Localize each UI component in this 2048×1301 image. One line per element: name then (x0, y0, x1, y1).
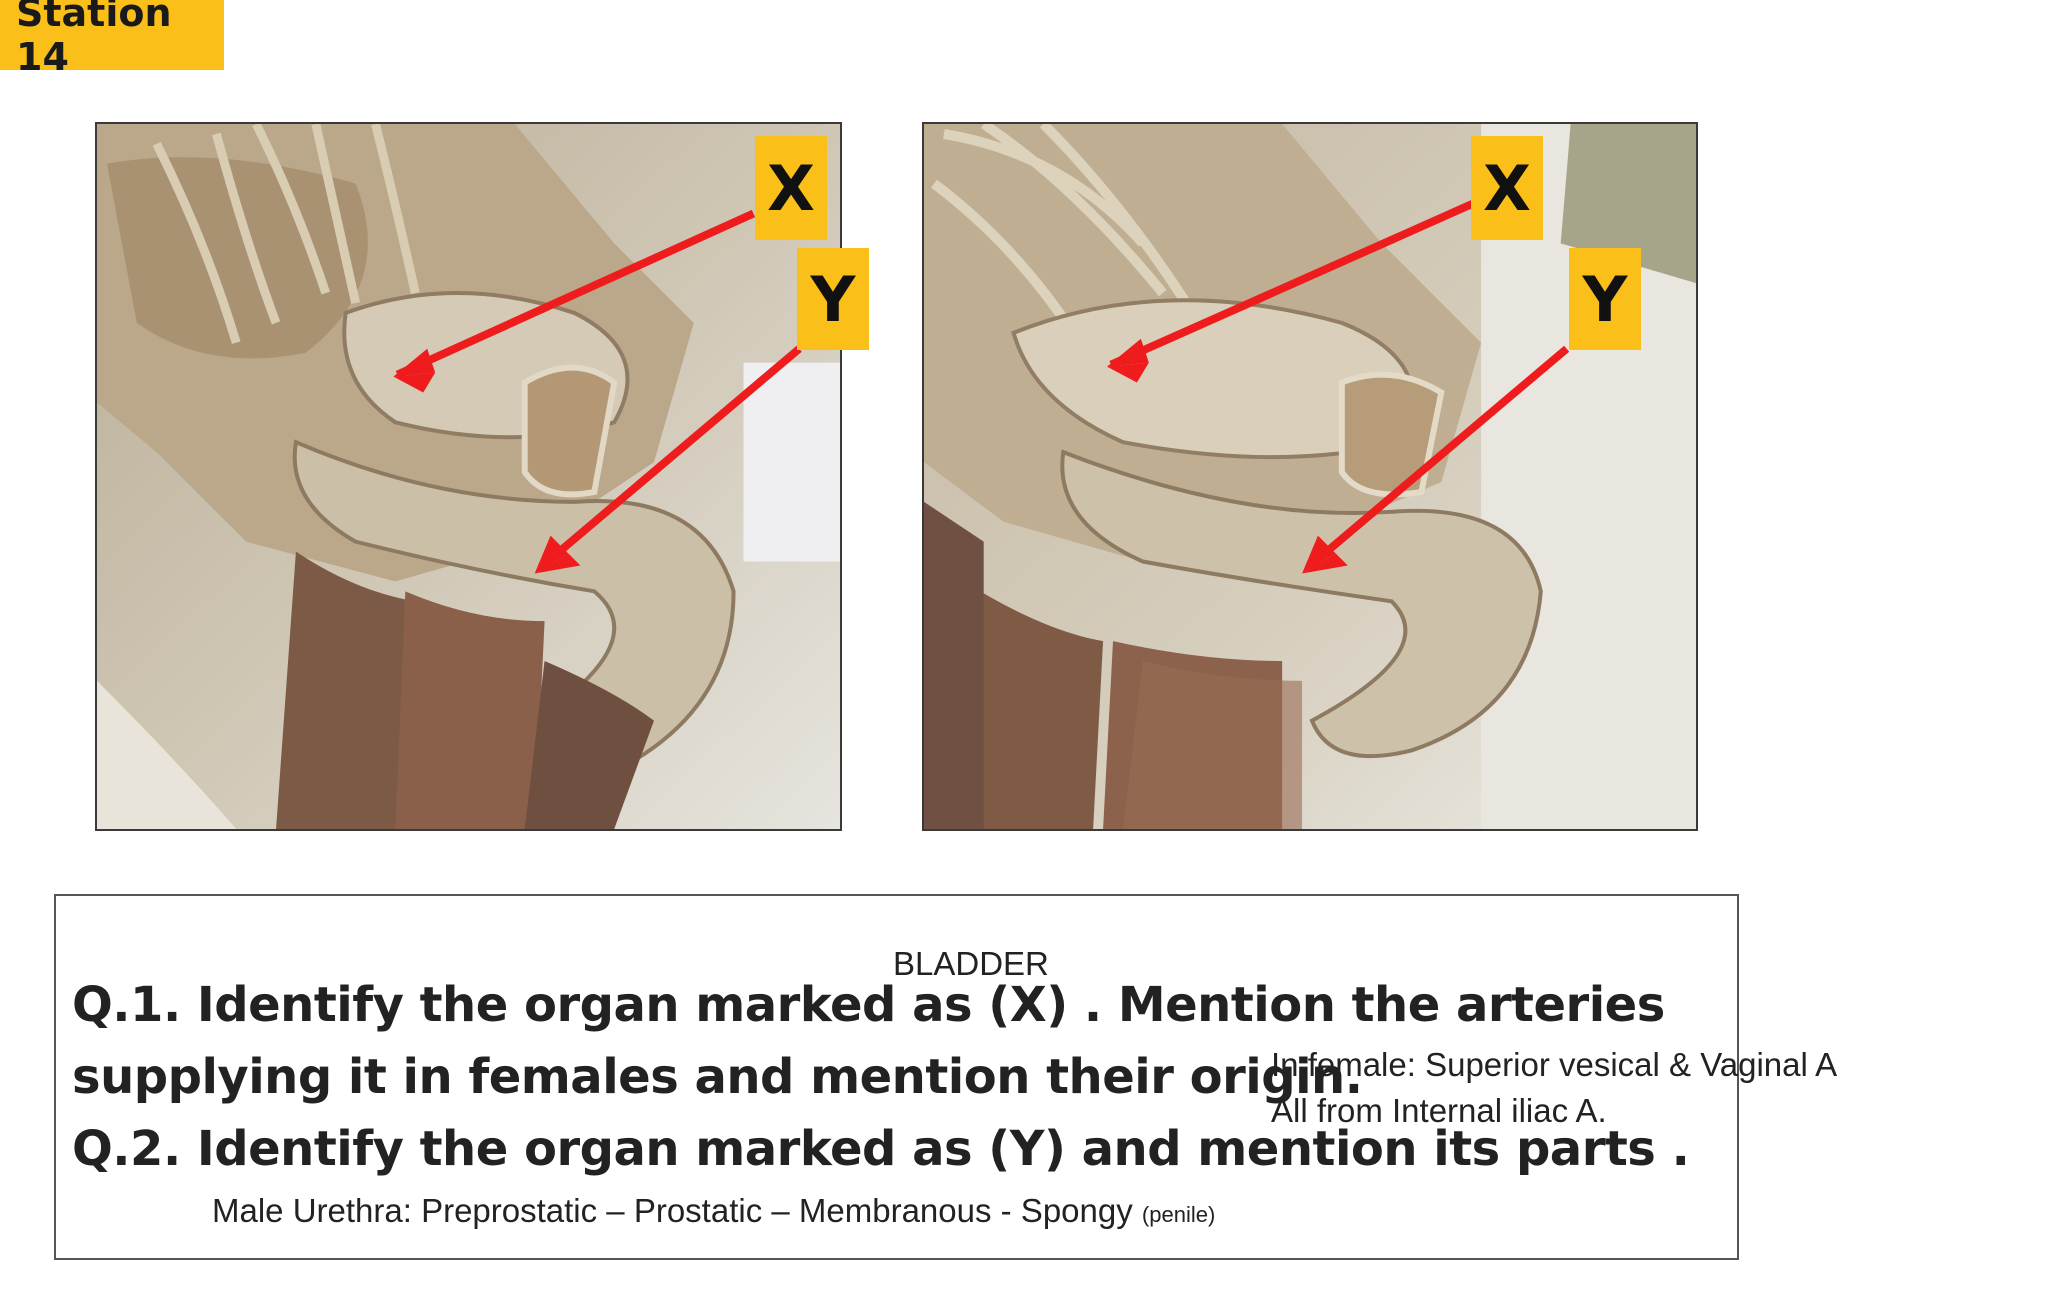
specimen-photo-right (922, 122, 1698, 831)
answer-urethra-main: Male Urethra: Preprostatic – Prostatic –… (212, 1192, 1142, 1229)
question-box (54, 894, 1739, 1260)
answer-origin: All from Internal iliac A. (1271, 1092, 1607, 1129)
station-badge: Station 14 (0, 0, 224, 79)
question-2: Q.2. Identify the organ marked as (Y) an… (72, 1121, 1690, 1177)
answer-x-bladder: BLADDER (893, 945, 1049, 982)
marker-x-left: X (755, 136, 827, 240)
marker-y-right: Y (1569, 248, 1641, 350)
marker-y-left: Y (797, 248, 869, 350)
question-1-line-2: supplying it in females and mention thei… (72, 1049, 1363, 1105)
marker-x-right: X (1471, 136, 1543, 240)
specimen-image-right (924, 124, 1696, 829)
specimen-image-left (97, 124, 840, 829)
answer-urethra-note: (penile) (1141, 1202, 1216, 1227)
answer-female-arteries: In female: Superior vesical & Vaginal A (1271, 1046, 1838, 1083)
specimen-photo-left (95, 122, 842, 831)
answer-urethra-parts: Male Urethra: Preprostatic – Prostatic –… (212, 1192, 1215, 1230)
question-1-line-1: Q.1. Identify the organ marked as (X) . … (72, 977, 1665, 1033)
